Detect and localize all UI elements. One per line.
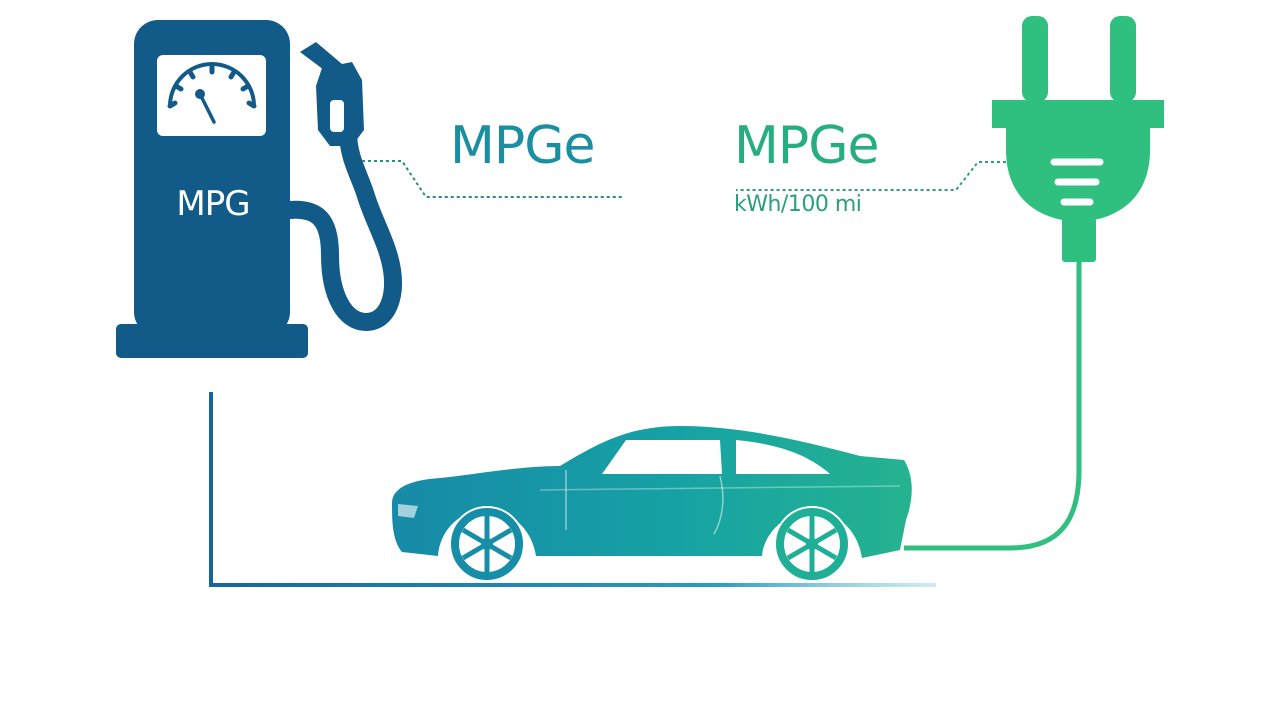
kwh-unit-label: kWh/100 mi: [734, 192, 862, 217]
road-line: [209, 392, 936, 587]
fuel-hose: [281, 123, 402, 332]
charging-cable: [904, 260, 1082, 551]
dotted-connector-left: [362, 160, 622, 198]
car-window-front: [602, 440, 722, 474]
electric-car-icon: [392, 426, 912, 582]
wheel-front: [449, 506, 525, 582]
fuel-pump-icon: [116, 20, 402, 358]
dotted-connector-right: [736, 161, 1006, 191]
mpge-label-left: MPGe: [450, 116, 596, 176]
pump-mpg-label: MPG: [176, 184, 250, 224]
mpge-label-right: MPGe: [734, 116, 880, 176]
fuel-nozzle-icon: [300, 42, 364, 146]
electric-plug-icon: [992, 16, 1164, 262]
gauge-icon: [167, 62, 257, 124]
wheel-rear: [774, 506, 850, 582]
car-window-rear: [736, 440, 830, 474]
